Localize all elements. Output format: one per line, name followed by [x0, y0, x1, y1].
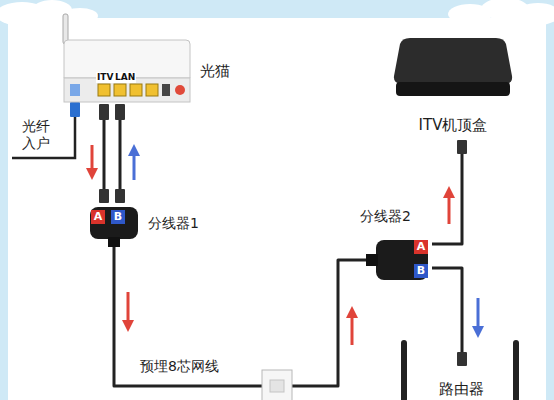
cloud — [0, 0, 554, 26]
port-label: ITV — [96, 72, 114, 83]
drawing-part — [376, 240, 428, 280]
panel — [8, 18, 546, 400]
drawing-part — [114, 84, 126, 96]
drawing-part — [477, 298, 480, 328]
drawing-part — [122, 320, 134, 332]
plug — [99, 189, 109, 203]
flow-arrow — [122, 292, 134, 332]
node-label: 分线器2 — [360, 208, 411, 225]
drawing-part — [98, 84, 110, 96]
flow-arrow — [472, 298, 484, 338]
drawing-part — [366, 254, 378, 266]
antenna — [513, 340, 519, 400]
drawing-part — [443, 186, 455, 198]
node-label: 路由器 — [439, 380, 484, 398]
plug — [115, 189, 125, 203]
fiber-line — [12, 116, 75, 158]
plug — [457, 352, 467, 366]
drawing-part — [127, 292, 130, 322]
antenna — [401, 340, 407, 400]
fiber-label: 光纤 入户 — [22, 118, 54, 152]
drawing-part — [86, 168, 98, 180]
modem-shape — [62, 38, 192, 104]
drawing-part — [162, 84, 170, 96]
plug — [99, 104, 109, 120]
flow-arrow — [128, 144, 140, 180]
cable — [432, 268, 462, 366]
router: 路由器 — [398, 366, 524, 400]
drawing-part — [133, 154, 136, 180]
node-label: ITV机顶盒 — [419, 116, 488, 134]
modem: 光猫 — [62, 38, 192, 104]
cable-label: 预埋8芯网线 — [138, 358, 221, 375]
drawing-part — [130, 84, 142, 96]
drawing-part — [394, 38, 512, 84]
plug — [115, 104, 125, 120]
drawing-part — [472, 326, 484, 338]
node-label: 分线器1 — [148, 215, 199, 232]
antenna — [63, 14, 68, 44]
flow-arrow — [346, 306, 358, 345]
flow-arrow — [443, 186, 455, 224]
drawing-part — [108, 237, 120, 247]
drawing-part — [516, 3, 554, 25]
wall-plate — [262, 370, 292, 400]
node-label: 光猫 — [200, 62, 230, 80]
drawing-part — [70, 84, 80, 96]
flow-arrow — [86, 145, 98, 180]
drawing-part — [351, 316, 354, 345]
port-letter: A — [414, 240, 428, 254]
cable — [432, 140, 462, 244]
fiber-connector — [70, 102, 80, 117]
drawing-part — [346, 306, 358, 318]
drawing-part — [91, 145, 94, 170]
port-letter: A — [91, 210, 105, 224]
cable — [114, 247, 366, 386]
drawing-part — [396, 82, 510, 96]
drawing-part — [90, 207, 138, 239]
port-letter: B — [414, 264, 428, 278]
wall-socket — [270, 380, 284, 392]
plug — [457, 140, 467, 154]
drawing-part — [128, 144, 140, 156]
port-letter: B — [111, 210, 125, 224]
drawing-part — [146, 84, 158, 96]
port-label: LAN — [114, 72, 136, 83]
drawing-part — [448, 196, 451, 224]
drawing-part — [175, 85, 185, 95]
set-top-box: ITV机顶盒 — [392, 36, 514, 140]
